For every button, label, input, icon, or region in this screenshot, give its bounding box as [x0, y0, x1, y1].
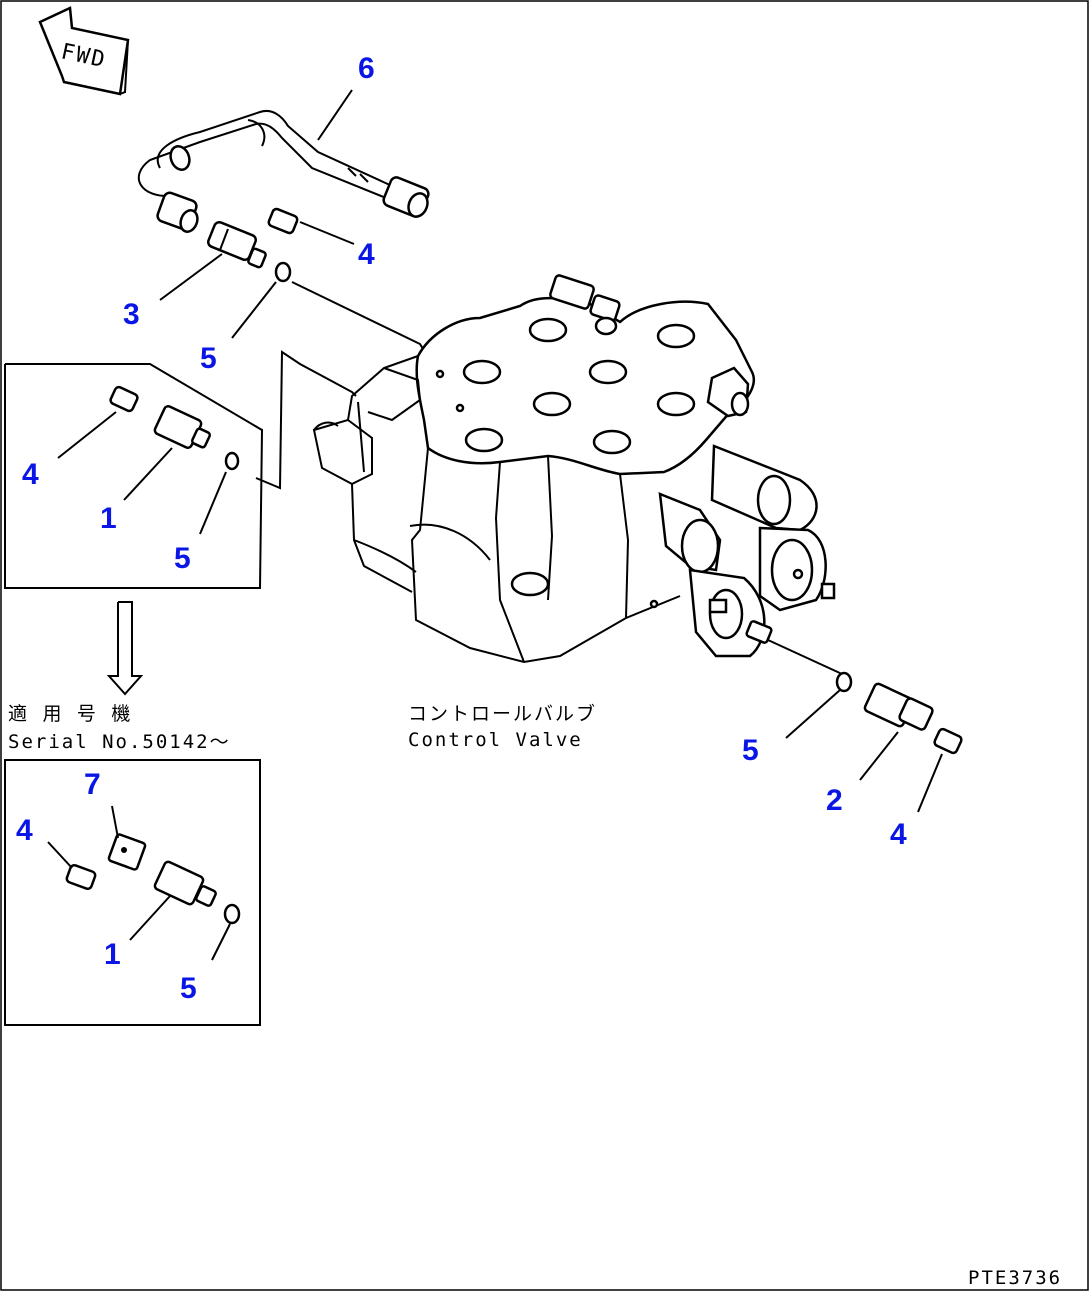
inset-upper-pointer	[255, 350, 357, 490]
callout-2: 2	[826, 784, 843, 817]
leader-5a-to-valve	[291, 281, 427, 355]
callout-5-top: 5	[200, 342, 217, 375]
drawing-number: PTE3736	[968, 1267, 1062, 1289]
callout-3: 3	[123, 298, 140, 331]
inset-lower: 7 4 1 5	[4, 759, 261, 1026]
callout-5-right: 5	[742, 734, 759, 767]
leader-5a	[231, 281, 277, 339]
control-valve-label-en: Control Valve	[408, 729, 583, 751]
plug-part-4-upper	[109, 385, 139, 413]
callout-1-upper: 1	[100, 502, 117, 535]
plug-part-4-right	[933, 727, 963, 755]
callout-4-lower: 4	[16, 814, 33, 847]
leader-3	[159, 253, 223, 301]
leader-4a	[299, 221, 355, 245]
callout-6: 6	[358, 52, 375, 85]
adapter-part-7	[107, 833, 147, 871]
down-arrow-icon	[106, 601, 144, 696]
leader-6	[317, 89, 353, 141]
callout-5-upper: 5	[174, 542, 191, 575]
callout-4-top: 4	[358, 238, 375, 271]
plug-part-4-lower	[65, 863, 97, 891]
oring-part-5-top	[274, 261, 292, 283]
oring-part-5-upper	[224, 451, 240, 471]
switch-part-1-upper	[153, 405, 211, 449]
control-valve-body	[312, 274, 836, 664]
callout-5-lower: 5	[180, 972, 197, 1005]
pipe-part-6	[138, 110, 430, 233]
inset-upper: 4 1 5	[4, 350, 357, 589]
callout-4-upper: 4	[22, 458, 39, 491]
oring-part-5-lower	[223, 903, 241, 925]
switch-part-2	[863, 682, 934, 731]
callout-1-lower: 1	[104, 938, 121, 971]
fwd-arrow-icon: FWD	[38, 6, 130, 96]
control-valve-label-jp: コントロールバルブ	[408, 702, 597, 725]
serial-note-jp: 適 用 号 機	[8, 703, 132, 725]
switch-part-3	[206, 220, 267, 269]
callout-7: 7	[84, 768, 101, 801]
switch-part-1-lower	[153, 860, 217, 907]
serial-note-en: Serial No.50142〜	[8, 731, 231, 753]
leader-5b-to-valve	[767, 639, 843, 675]
plug-part-4-top	[267, 207, 299, 235]
callout-4-right: 4	[890, 818, 907, 851]
oring-part-5-right	[835, 671, 853, 693]
